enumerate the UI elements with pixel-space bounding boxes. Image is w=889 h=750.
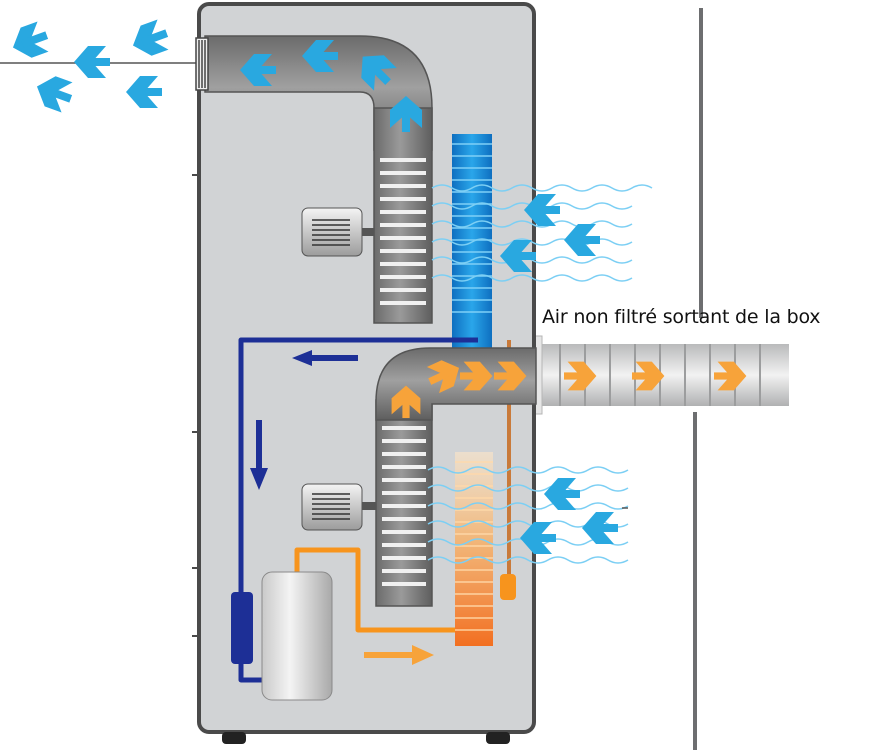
cold-refrigerant-line [238,337,478,683]
cold-air-arrow-icon [127,18,173,61]
hot-duct-ribs [382,426,426,586]
cold-duct-ribs [380,158,426,305]
outlet-grille [195,37,209,91]
evaporator-coil [452,134,492,348]
cold-air-arrow-icon [126,76,162,108]
cold-air-arrow-icon [31,71,77,114]
refrigerant-flow-arrow-icon [364,645,434,665]
fan-motor-icon [301,483,376,531]
hot-refrigerant-line [294,547,470,633]
refrigerant-flow-arrow-icon [250,350,358,490]
cold-air-arrow-icon [7,20,53,63]
cabinet [0,2,536,744]
compressor-icon [261,571,333,701]
exhaust-caption: Air non filtré sortant de la box [542,306,821,328]
fan-motor-icon [301,207,374,257]
cold-air-arrow-icon [74,46,110,78]
condenser-coil [455,452,493,646]
cold-air-arrow-icon [582,512,618,544]
cold-air-arrow-icon [564,224,600,256]
